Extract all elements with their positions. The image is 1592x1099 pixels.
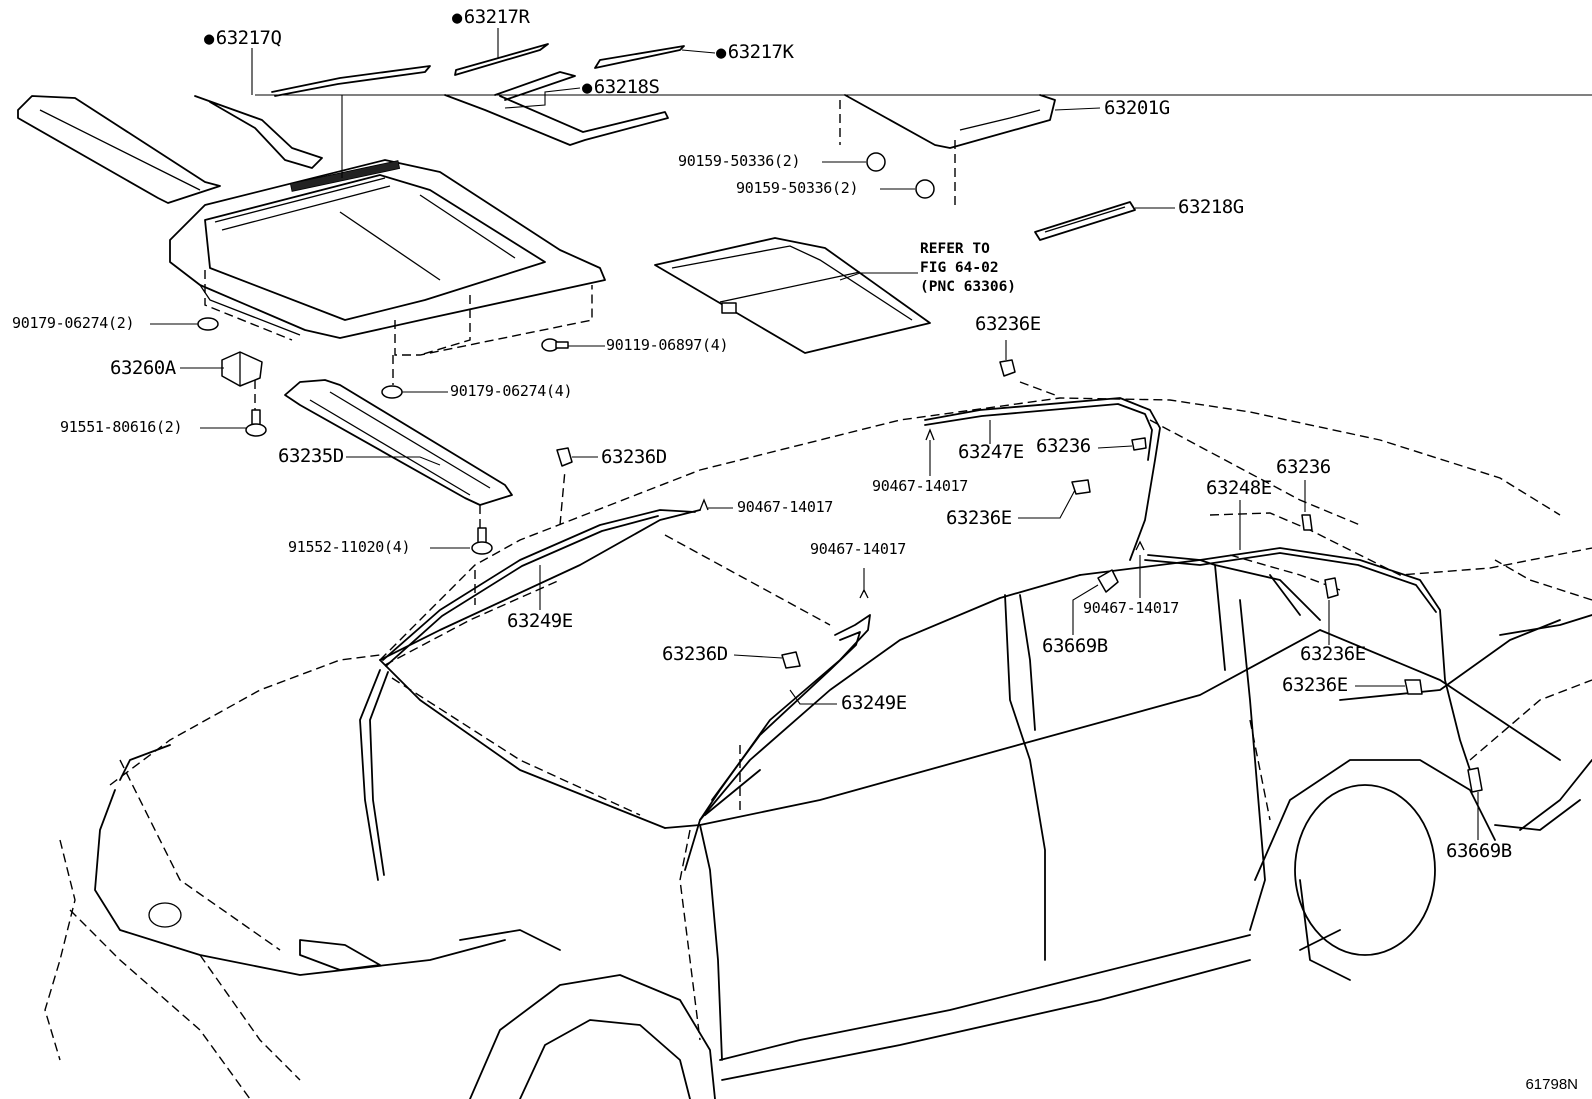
part-label-90159-50336-lower[interactable]: 90159-50336(2) [736, 179, 859, 197]
weatherstrip-63217K [594, 45, 685, 69]
part-label-63217R[interactable]: 63217R [452, 8, 530, 27]
part-label-90467-14017-right[interactable]: 90467-14017 [1083, 599, 1180, 617]
part-label-63247E[interactable]: 63247E [958, 441, 1024, 463]
part-label-63235D[interactable]: 63235D [278, 445, 344, 467]
part-label-63669B-rear[interactable]: 63669B [1446, 840, 1512, 862]
refer-to-figure-note: REFER TO FIG 64-02 (PNC 63306) [920, 241, 1017, 295]
part-label-63236E-right[interactable]: 63236E [1300, 643, 1366, 665]
deflector-63218S [444, 71, 669, 146]
nut-90179-left [197, 317, 219, 331]
part-label-63236D-upper[interactable]: 63236D [601, 446, 667, 468]
part-label-63218G[interactable]: 63218G [1178, 196, 1244, 218]
drain-valve-63669B-rear [1467, 767, 1483, 793]
part-label-90467-14017-left[interactable]: 90467-14017 [737, 498, 834, 516]
clip-63236D-upper [556, 447, 573, 467]
clip-63236E-mid [1071, 479, 1091, 495]
part-label-63236-right[interactable]: 63236 [1276, 456, 1331, 478]
part-label-63217Q[interactable]: 63217Q [204, 29, 282, 48]
part-label-63669B-center[interactable]: 63669B [1042, 635, 1108, 657]
part-label-91551-80616[interactable]: 91551-80616(2) [60, 418, 183, 436]
clip-63236E-right [1324, 577, 1339, 599]
part-label-63249E-left[interactable]: 63249E [507, 610, 573, 632]
figure-number: 61798N [1525, 1076, 1578, 1093]
screw-90119 [541, 338, 569, 352]
clip-63236-top [1131, 437, 1147, 451]
part-label-90467-14017-top[interactable]: 90467-14017 [872, 477, 969, 495]
part-label-63236E-lower[interactable]: 63236E [1282, 674, 1348, 696]
clip-63236-right [1301, 514, 1313, 531]
clip-63236D-lower [781, 651, 801, 669]
weatherstrip-63217R [454, 43, 549, 76]
part-label-90159-50336-upper[interactable]: 90159-50336(2) [678, 152, 801, 170]
reinforcement-bracket-63235D [284, 379, 513, 545]
part-label-90119-06897[interactable]: 90119-06897(4) [606, 336, 729, 354]
sunroof-motor-63260A [221, 351, 263, 412]
bolt-91551 [245, 409, 267, 437]
part-label-63236D-lower[interactable]: 63236D [662, 643, 728, 665]
part-label-63248E[interactable]: 63248E [1206, 477, 1272, 499]
part-label-63236-top[interactable]: 63236 [1036, 435, 1091, 457]
weatherstrip-left [194, 95, 323, 169]
part-label-63236E-top[interactable]: 63236E [975, 313, 1041, 335]
part-label-91552-11020[interactable]: 91552-11020(4) [288, 538, 411, 556]
part-label-63249E-right[interactable]: 63249E [841, 692, 907, 714]
vehicle-body-outline [44, 381, 1592, 1099]
glass-panel-63201G [839, 94, 1056, 205]
clip-63236E-lower-right [1404, 679, 1423, 695]
nut-90179-right [381, 385, 403, 399]
weatherstrip-center [271, 65, 431, 97]
sunroof-housing-frame [169, 159, 606, 385]
front-drain-tube-63247E [924, 397, 1161, 561]
sunshade-rail-63217Q [17, 95, 221, 204]
part-label-63218S[interactable]: 63218S [582, 78, 660, 97]
part-label-90467-14017-center[interactable]: 90467-14017 [810, 540, 907, 558]
part-label-63236E-mid[interactable]: 63236E [946, 507, 1012, 529]
part-label-90179-06274-2[interactable]: 90179-06274(2) [12, 314, 135, 332]
part-label-63217K[interactable]: 63217K [716, 43, 794, 62]
sunshade-panel [654, 237, 931, 354]
part-label-63201G[interactable]: 63201G [1104, 97, 1170, 119]
clip-63236E-top [999, 359, 1016, 377]
drain-valve-63669B-center [1097, 569, 1119, 593]
leader-lines [150, 28, 1479, 840]
part-label-90179-06274-4[interactable]: 90179-06274(4) [450, 382, 573, 400]
part-label-63260A[interactable]: 63260A [110, 357, 176, 379]
clips-90159 [866, 152, 935, 199]
rear-drain-hose-63248E [1144, 547, 1471, 771]
bolt-91552 [471, 527, 493, 555]
seal-63218G [1034, 201, 1136, 241]
front-drain-hose-63249E [382, 509, 871, 871]
